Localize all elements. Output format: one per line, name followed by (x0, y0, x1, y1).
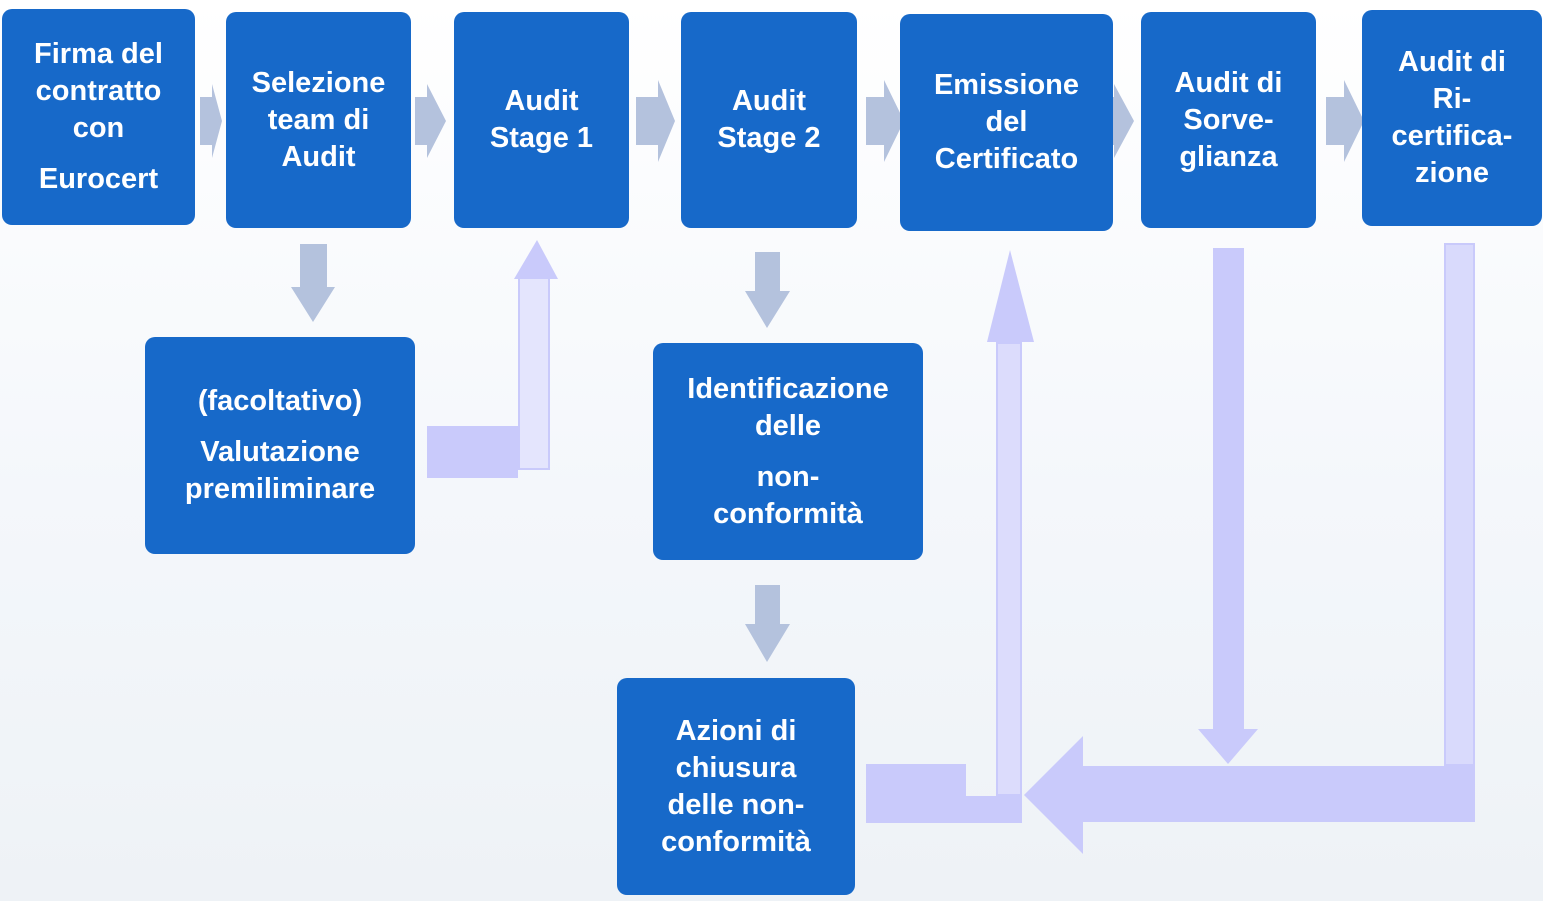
stage2-line-2: Stage 2 (717, 122, 821, 154)
stage1-line-2: Stage 1 (489, 122, 594, 154)
arrow-stage2-to-emissione (866, 80, 904, 162)
firma-line-2: contratto (35, 75, 162, 107)
valutazione-line-2: Valutazione (200, 436, 360, 468)
arrow-sorveglianza-to-ricertificazione (1326, 80, 1364, 162)
arrow-azioni-to-emissione (866, 250, 1034, 823)
selezione-line-1: Selezione (251, 66, 386, 99)
azioni-line-1: Azioni di (675, 714, 797, 747)
arrow-azioni-to-emissione-shade (998, 344, 1020, 794)
ricertificazione-line-2: Ri- (1432, 83, 1472, 115)
arrow-firma-to-selezione (200, 84, 222, 158)
emissione-line-2: del (985, 106, 1028, 138)
box-firma-contratto: Firma del contratto con Eurocert (2, 9, 195, 225)
emissione-line-3: Certificato (934, 143, 1079, 175)
arrow-sorveglianza-down (1198, 248, 1258, 764)
box-audit-sorveglianza: Audit di Sorve- glianza (1141, 12, 1316, 228)
emissione-line-1: Emissione (933, 69, 1080, 101)
selezione-line-2: team di (267, 103, 370, 136)
ricertificazione-line-4: zione (1414, 157, 1490, 189)
box-selezione-team: Selezione team di Audit (226, 12, 411, 228)
arrow-selezione-to-stage1 (415, 84, 446, 158)
firma-line-1: Firma del (34, 38, 163, 70)
arrow-stage2-to-identificazione (745, 252, 790, 328)
stage2-line-1: Audit (731, 85, 807, 117)
firma-line-3: con (72, 112, 125, 144)
box-valutazione-preliminare: (facoltativo) Valutazione premiliminare (145, 337, 415, 554)
valutazione-line-1: (facoltativo) (197, 385, 363, 417)
identificazione-line-2: delle (754, 409, 822, 442)
sorveglianza-line-2: Sorve- (1183, 103, 1274, 136)
arrow-ricertificazione-loop-shade (1446, 245, 1473, 764)
arrow-valutazione-to-stage1-shade (520, 279, 548, 468)
sorveglianza-line-3: glianza (1179, 140, 1278, 173)
ricertificazione-line-3: certifica- (1391, 120, 1513, 152)
firma-line-4: Eurocert (38, 163, 159, 195)
arrow-identificazione-to-azioni (745, 585, 790, 662)
stage1-line-1: Audit (504, 85, 579, 117)
box-azioni-chiusura: Azioni di chiusura delle non- conformità (617, 678, 855, 895)
azioni-line-2: chiusura (675, 751, 797, 784)
identificazione-line-4: conformità (713, 497, 863, 530)
azioni-line-3: delle non- (667, 788, 805, 821)
valutazione-line-3: premiliminare (184, 473, 376, 505)
box-audit-ricertificazione: Audit di Ri- certifica- zione (1362, 10, 1542, 226)
box-audit-stage-2: Audit Stage 2 (681, 12, 857, 228)
identificazione-line-3: non- (756, 460, 820, 493)
box-emissione-certificato: Emissione del Certificato (900, 14, 1113, 231)
arrow-selezione-to-valutazione (291, 244, 335, 322)
selezione-line-3: Audit (281, 140, 356, 173)
sorveglianza-line-1: Audit di (1174, 66, 1283, 99)
ricertificazione-line-1: Audit di (1398, 46, 1506, 78)
arrow-ricertificazione-loop (1024, 243, 1475, 854)
azioni-line-4: conformità (661, 825, 811, 858)
arrow-stage1-to-stage2 (636, 80, 675, 162)
identificazione-line-1: Identificazione (687, 372, 889, 405)
box-identificazione-nc: Identificazione delle non- conformità (653, 343, 923, 560)
box-audit-stage-1: Audit Stage 1 (454, 12, 629, 228)
